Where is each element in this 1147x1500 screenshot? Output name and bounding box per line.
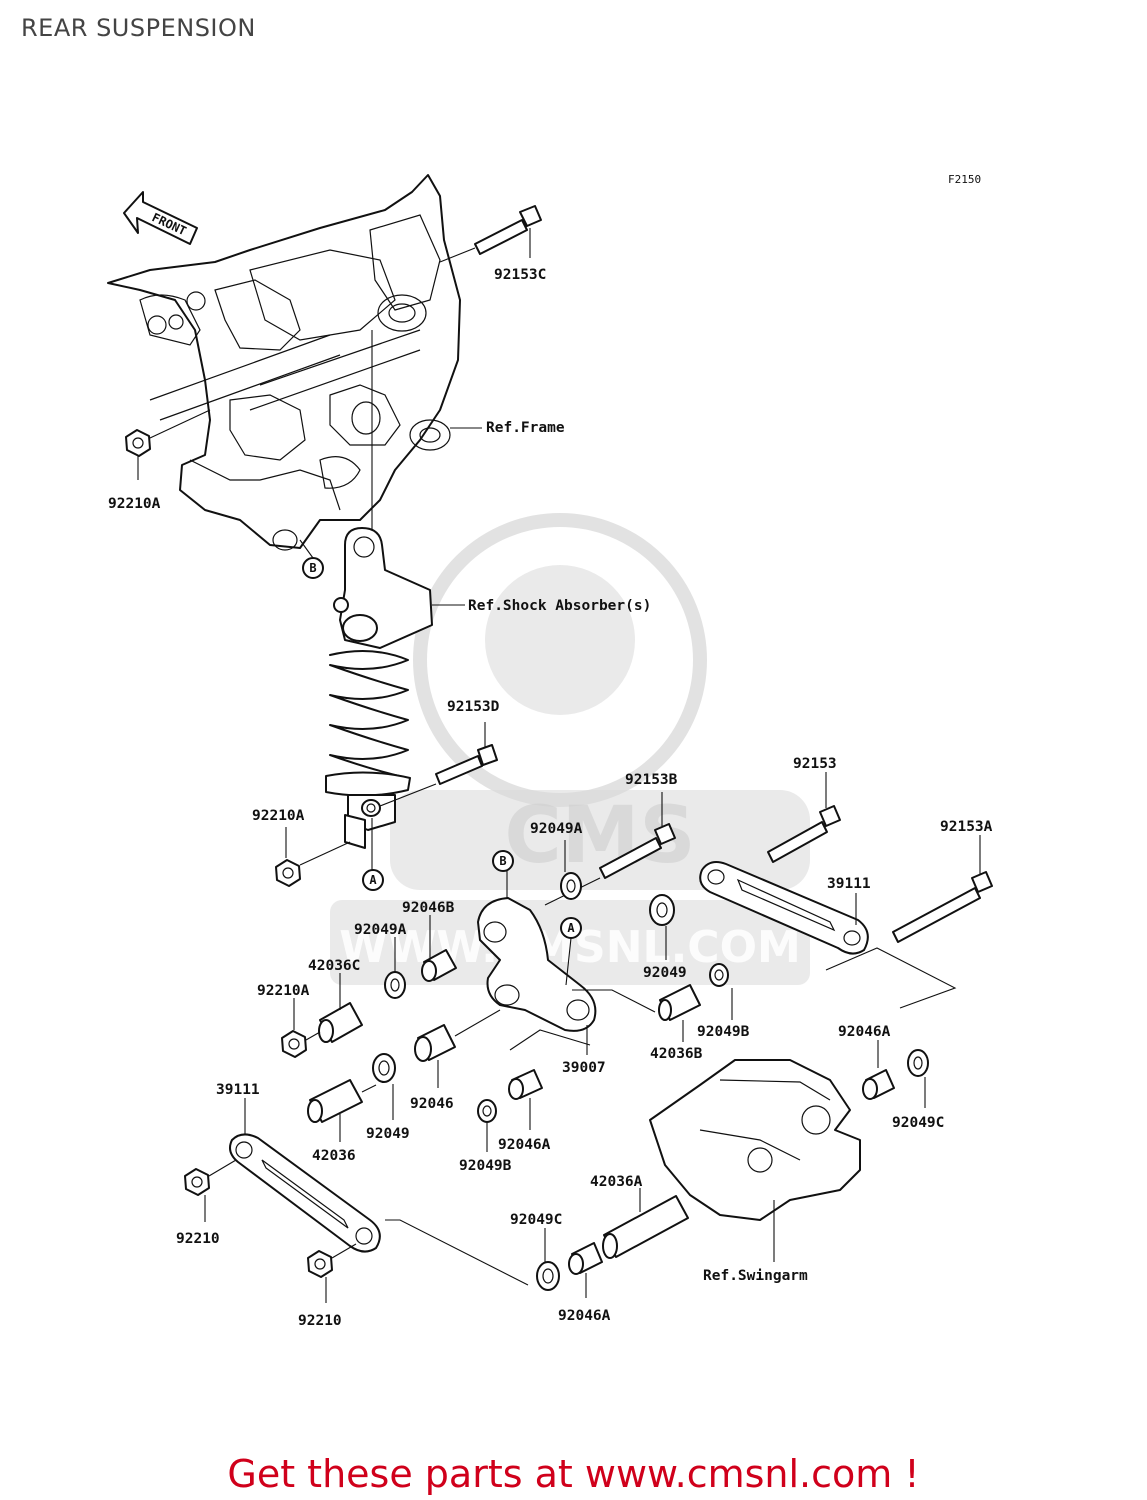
nut-92210-left bbox=[184, 1159, 237, 1222]
bearing-92046 bbox=[414, 1009, 501, 1088]
part-39111-1-label: 39111 bbox=[827, 876, 871, 892]
part-42036C-label: 42036C bbox=[308, 958, 360, 974]
washer-92049B-lower bbox=[477, 1099, 497, 1152]
swingarm-drawing bbox=[649, 1059, 861, 1262]
svg-text:A: A bbox=[369, 873, 377, 887]
bracket-lines-right bbox=[825, 947, 957, 1009]
shock-absorber-drawing bbox=[325, 330, 465, 849]
collar-42036 bbox=[307, 1079, 377, 1142]
front-arrow-icon: FRONT bbox=[123, 191, 198, 245]
washer-92049A-lower bbox=[384, 937, 406, 999]
nut-92210A-shock bbox=[275, 827, 351, 887]
ref-frame-label: Ref.Frame bbox=[486, 420, 565, 436]
part-92049-label: 92049 bbox=[643, 965, 687, 981]
collar-42036B bbox=[658, 984, 701, 1042]
nut-92210A-rocker bbox=[281, 998, 321, 1058]
svg-text:B: B bbox=[499, 854, 506, 868]
bearing-92046A-center bbox=[508, 1069, 543, 1130]
tie-rod-39111-right bbox=[699, 861, 869, 955]
part-92049B-2-label: 92049B bbox=[459, 1158, 512, 1174]
bolt-92153A bbox=[892, 835, 993, 943]
part-92049B-1-label: 92049B bbox=[697, 1024, 750, 1040]
collar-42036C bbox=[318, 973, 363, 1043]
tie-rod-39111-left bbox=[229, 1098, 381, 1253]
rocker-arm-39007 bbox=[477, 897, 656, 1055]
nut-92210A-left bbox=[125, 409, 211, 480]
ref-shock-label: Ref.Shock Absorber(s) bbox=[468, 598, 651, 614]
part-42036-label: 42036 bbox=[312, 1148, 356, 1164]
marker-b-frame: B bbox=[299, 539, 324, 579]
nut-92210-bottom bbox=[307, 1243, 357, 1303]
svg-text:B: B bbox=[309, 561, 316, 575]
frame-drawing bbox=[107, 174, 461, 551]
part-92046B-label: 92046B bbox=[402, 900, 455, 916]
washer-92049-right bbox=[649, 894, 675, 960]
part-92153A-label: 92153A bbox=[940, 819, 993, 835]
part-42036B-label: 42036B bbox=[650, 1046, 703, 1062]
bearing-92046A-bottom bbox=[568, 1242, 603, 1298]
part-92210-2-label: 92210 bbox=[298, 1313, 342, 1329]
bolt-92153B bbox=[544, 792, 676, 906]
washer-92049B-upper bbox=[709, 963, 733, 1020]
part-92049C-1-label: 92049C bbox=[892, 1115, 944, 1131]
part-92046A-1-label: 92046A bbox=[838, 1024, 891, 1040]
part-92153D-label: 92153D bbox=[447, 699, 500, 715]
svg-text:A: A bbox=[567, 921, 575, 935]
part-92046A-2-label: 92046A bbox=[498, 1137, 551, 1153]
washer-92049C-bottom bbox=[536, 1228, 560, 1291]
part-39111-2-label: 39111 bbox=[216, 1082, 260, 1098]
bolt-92153D bbox=[379, 722, 498, 807]
part-92049A-2-label: 92049A bbox=[354, 922, 407, 938]
part-92153B-label: 92153B bbox=[625, 772, 678, 788]
part-92046-label: 92046 bbox=[410, 1096, 454, 1112]
part-92049-2-label: 92049 bbox=[366, 1126, 410, 1142]
part-92049C-2-label: 92049C bbox=[510, 1212, 562, 1228]
part-92210A-3-label: 92210A bbox=[257, 983, 310, 999]
bolt-92153 bbox=[767, 772, 841, 863]
bearing-92046A-right bbox=[862, 1040, 895, 1100]
part-92210-1-label: 92210 bbox=[176, 1231, 220, 1247]
marker-a-shock: A bbox=[362, 818, 384, 891]
part-92210A-1-label: 92210A bbox=[108, 496, 161, 512]
part-92153-label: 92153 bbox=[793, 756, 837, 772]
collar-42036A bbox=[602, 1188, 689, 1259]
part-39007-label: 39007 bbox=[562, 1060, 606, 1076]
ref-swingarm-label: Ref.Swingarm bbox=[703, 1268, 808, 1284]
bolt-92153C bbox=[439, 205, 542, 263]
bearing-92046B bbox=[421, 915, 457, 982]
bracket-lines-bottom bbox=[385, 1219, 529, 1286]
page-title: REAR SUSPENSION bbox=[21, 14, 256, 42]
washer-92049-lower bbox=[372, 1053, 396, 1120]
part-92153C-label: 92153C bbox=[494, 267, 546, 283]
part-42036A-label: 42036A bbox=[590, 1174, 643, 1190]
washer-92049A-upper bbox=[560, 840, 582, 900]
marker-a-rocker: A bbox=[560, 917, 582, 986]
part-92210A-2-label: 92210A bbox=[252, 808, 305, 824]
marker-b-rocker: B bbox=[492, 850, 514, 900]
figure-code: F2150 bbox=[948, 173, 981, 186]
part-92046A-3-label: 92046A bbox=[558, 1308, 611, 1324]
footer-link[interactable]: Get these parts at www.cmsnl.com ! bbox=[227, 1452, 920, 1496]
washer-92049C-right bbox=[907, 1049, 929, 1108]
part-92049A-1-label: 92049A bbox=[530, 821, 583, 837]
